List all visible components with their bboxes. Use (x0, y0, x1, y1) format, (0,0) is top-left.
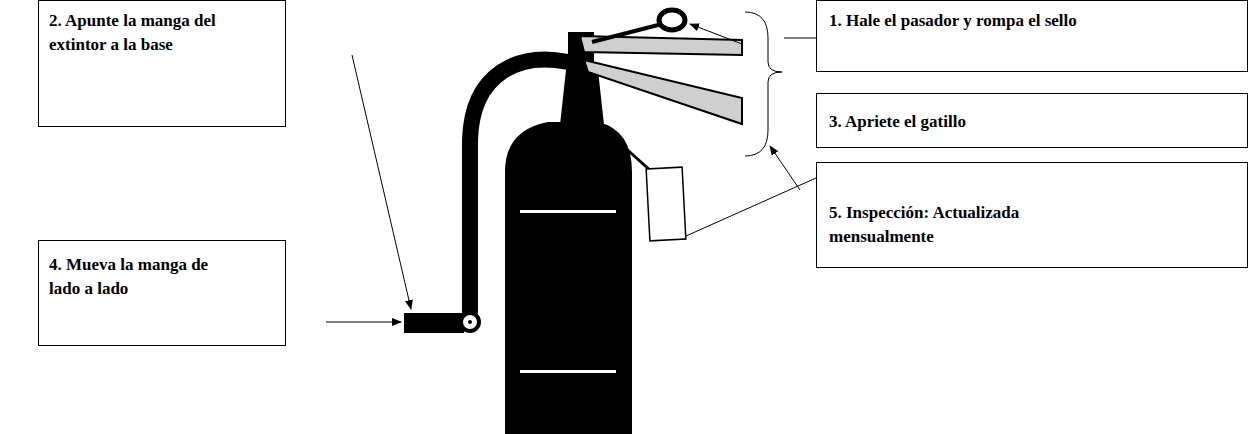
callout-text: 4. Mueva la manga de lado a lado (49, 253, 211, 301)
leader-arrow (770, 146, 800, 190)
callout-text: 2. Apunte la manga del extintor a la bas… (49, 9, 261, 57)
bracket (745, 12, 782, 156)
body-stripe (520, 210, 616, 213)
safety-pin (592, 24, 662, 42)
extinguisher-body (505, 122, 632, 434)
callout-box: 4. Mueva la manga de lado a lado (38, 240, 286, 346)
nozzle-joint-dot (468, 320, 472, 324)
callout-text: 5. Inspección: Actualizada mensualmente (829, 201, 1091, 249)
trigger-lever (584, 60, 742, 124)
body-stripe (520, 370, 616, 373)
pin-ring (659, 10, 685, 30)
leader-line (686, 178, 816, 236)
hose (470, 60, 568, 312)
leader-arrow (352, 55, 411, 309)
callout-box: 5. Inspección: Actualizada mensualmente (816, 162, 1248, 268)
inspection-tag (646, 167, 686, 241)
callout-text: 3. Apriete el gatillo (829, 110, 1129, 134)
callout-text: 1. Hale el pasador y rompa el sello (829, 9, 1091, 33)
callout-box: 3. Apriete el gatillo (816, 93, 1248, 148)
tag-string (612, 136, 652, 172)
nozzle-joint (461, 313, 479, 331)
leader-arrow (326, 322, 401, 323)
nozzle (404, 313, 464, 333)
leader-arrow (690, 24, 742, 44)
leader-line (784, 38, 816, 39)
callout-box: 1. Hale el pasador y rompa el sello (816, 0, 1248, 72)
callout-box: 2. Apunte la manga del extintor a la bas… (38, 0, 286, 127)
valve-neck (560, 70, 604, 125)
